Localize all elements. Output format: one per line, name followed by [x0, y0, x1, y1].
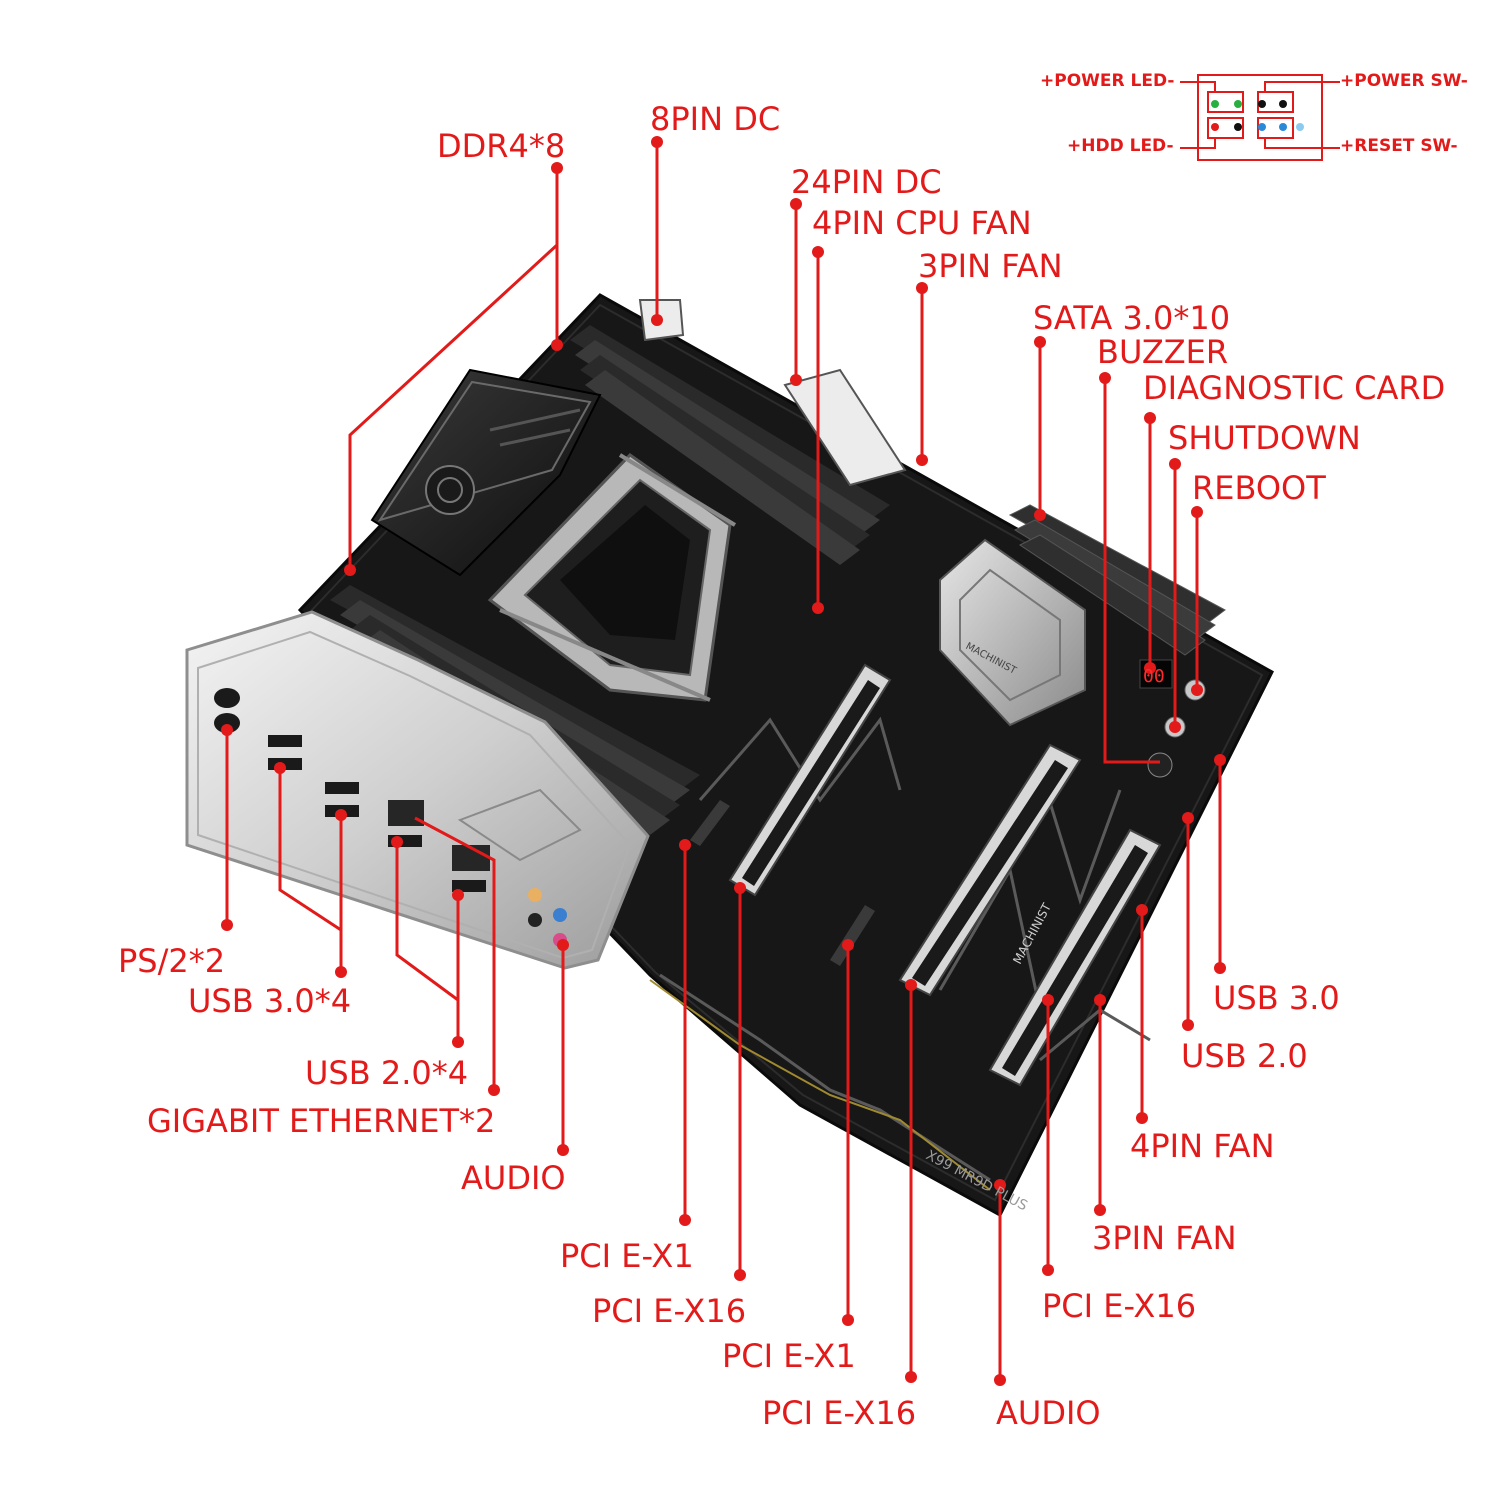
label-24pin-dc: 24PIN DC — [791, 163, 942, 201]
label-usb30: USB 3.0 — [1213, 979, 1340, 1017]
label-3pin-fan-right: 3PIN FAN — [1092, 1219, 1237, 1257]
label-reset-sw: +RESET SW- — [1340, 136, 1458, 156]
dimm-slots-right — [570, 325, 890, 565]
label-pcie-x16-c: PCI E-X16 — [1042, 1287, 1197, 1325]
board-gold-trace — [649, 979, 991, 1191]
label-ddr4: DDR4*8 — [437, 127, 566, 165]
label-sata: SATA 3.0*10 — [1033, 299, 1231, 337]
rear-io-shield — [185, 610, 650, 970]
label-pcie-x16-b: PCI E-X16 — [762, 1394, 917, 1432]
label-4pin-fan-right: 4PIN FAN — [1130, 1127, 1275, 1165]
label-audio-rear: AUDIO — [461, 1159, 566, 1197]
leader-dots — [221, 136, 1226, 1386]
buzzer — [1147, 752, 1173, 778]
label-buzzer: BUZZER — [1097, 333, 1229, 371]
label-shutdown: SHUTDOWN — [1168, 419, 1361, 457]
label-8pin-dc: 8PIN DC — [650, 100, 781, 138]
cpu-socket — [487, 453, 737, 702]
chipset-heatsink — [939, 538, 1086, 727]
front-panel-header — [1180, 74, 1340, 161]
label-3pin-fan-top: 3PIN FAN — [918, 247, 1063, 285]
sata-connectors — [1008, 504, 1226, 656]
label-diagnostic-card: DIAGNOSTIC CARD — [1143, 369, 1446, 407]
label-pcie-x1-b: PCI E-X1 — [722, 1337, 856, 1375]
label-power-sw: +POWER SW- — [1340, 71, 1468, 91]
label-audio-front: AUDIO — [996, 1394, 1101, 1432]
label-4pin-cpu-fan: 4PIN CPU FAN — [812, 204, 1032, 242]
label-pcie-x1-a: PCI E-X1 — [560, 1237, 694, 1275]
rear-io-ports — [214, 688, 567, 947]
atx-24pin-connector — [783, 368, 907, 487]
pcie-slots — [690, 663, 1162, 1087]
diag-display-digits: 00 — [1143, 666, 1165, 687]
label-usb30x4: USB 3.0*4 — [188, 982, 352, 1020]
label-usb20x4: USB 2.0*4 — [305, 1054, 469, 1092]
leader-lines — [225, 142, 1222, 1380]
label-reboot: REBOOT — [1192, 469, 1326, 507]
label-ps2: PS/2*2 — [118, 942, 226, 980]
label-usb20: USB 2.0 — [1181, 1037, 1308, 1075]
label-pcie-x16-a: PCI E-X16 — [592, 1292, 747, 1330]
vrm-heatsink — [370, 368, 602, 577]
label-gigabit-ethernet: GIGABIT ETHERNET*2 — [147, 1102, 496, 1140]
label-power-led: +POWER LED- — [1040, 71, 1175, 91]
label-hdd-led: +HDD LED- — [1067, 136, 1174, 156]
